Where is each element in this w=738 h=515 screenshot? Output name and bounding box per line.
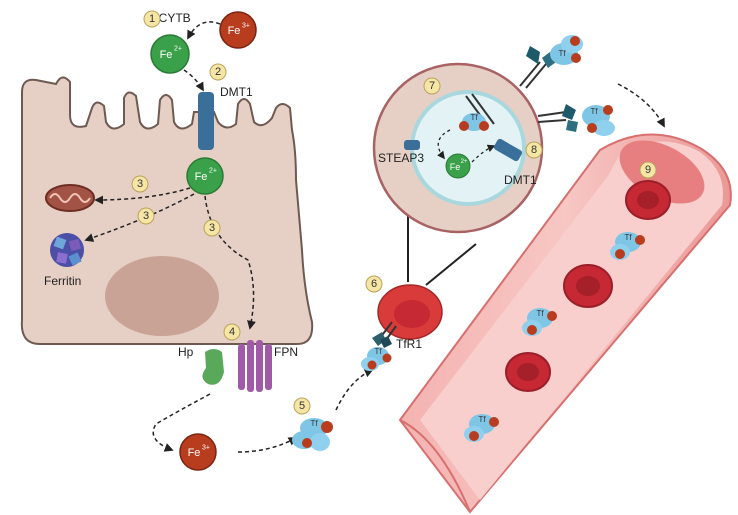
step-badge-6: 6 (365, 275, 383, 293)
rbc-vessel-2 (563, 264, 613, 308)
membrane-tfr1-top (519, 46, 556, 89)
steap3-label: STEAP3 (378, 151, 424, 165)
step-badge-5: 5 (293, 397, 311, 415)
rbc-vessel-1 (625, 180, 671, 220)
svg-text:2+: 2+ (174, 46, 182, 53)
tfr1-icon (372, 332, 392, 348)
transferrin-vessel-1: Tf (610, 232, 645, 260)
enterocyte-cell (20, 76, 314, 346)
ferritin-label: Ferritin (44, 274, 81, 288)
svg-text:6: 6 (371, 278, 377, 290)
dmt1-top-label: DMT1 (220, 85, 253, 99)
svg-text:Fe: Fe (195, 171, 208, 183)
dmt1-channel (198, 92, 214, 150)
step-badge-9: 9 (639, 161, 657, 179)
transferrin-complex-zoom-right: Tf (582, 105, 615, 136)
steap3-icon (404, 140, 420, 150)
fe2-ion-top: Fe 2+ (150, 34, 190, 74)
step-badge-3a: 3 (131, 175, 149, 193)
hephaestin-icon (202, 349, 224, 385)
svg-text:Tf: Tf (374, 347, 382, 356)
svg-text:2+: 2+ (461, 159, 468, 165)
nucleus (105, 256, 219, 336)
arrow-2 (183, 69, 204, 92)
endosome-transferrin: Tf (459, 113, 489, 131)
tfr1-label: TfR1 (396, 337, 422, 351)
svg-text:Tf: Tf (478, 415, 486, 424)
zoom-line-2 (425, 243, 477, 286)
transferrin-vessel-2: Tf (522, 308, 557, 336)
svg-text:7: 7 (429, 80, 435, 92)
zoom-cell-circle (372, 62, 544, 234)
arrow-8 (471, 144, 496, 163)
arrow-7 (437, 129, 451, 160)
fe2-ion-cell: Fe 2+ (186, 157, 224, 195)
step-badge-7: 7 (423, 77, 441, 95)
svg-text:Tf: Tf (558, 49, 566, 58)
step-badge-3b: 3 (137, 207, 155, 225)
svg-text:5: 5 (299, 400, 305, 412)
svg-text:9: 9 (645, 164, 651, 176)
step-badge-2: 2 (209, 63, 227, 81)
svg-text:2+: 2+ (209, 168, 217, 175)
dcytb-label: DCYTB (150, 11, 191, 25)
svg-text:3+: 3+ (202, 445, 210, 452)
step-badge-3c: 3 (203, 219, 221, 237)
svg-text:3: 3 (137, 178, 143, 190)
svg-text:Tf: Tf (310, 419, 318, 428)
svg-text:Tf: Tf (470, 113, 478, 122)
arrow-1 (187, 21, 221, 40)
arrow-5 (237, 437, 298, 453)
arrow-4 (152, 393, 211, 452)
svg-text:3: 3 (209, 222, 215, 234)
arrow-6 (335, 368, 374, 411)
svg-text:Fe: Fe (450, 162, 461, 172)
membrane-tfr1-right (537, 104, 578, 132)
svg-text:2: 2 (215, 66, 221, 78)
fpn-label: FPN (274, 345, 298, 359)
fe2-ion-endosome: Fe 2+ (445, 153, 471, 179)
fe3-ion-blood: Fe 3+ (179, 433, 217, 471)
svg-text:Tf: Tf (590, 107, 598, 116)
svg-text:Fe: Fe (188, 447, 201, 459)
svg-text:3+: 3+ (242, 23, 250, 30)
step-badge-1: 1 (143, 10, 161, 28)
svg-text:Tf: Tf (624, 233, 632, 242)
transferrin-complex-6: Tf (361, 347, 392, 371)
svg-text:3: 3 (143, 210, 149, 222)
arrow-3c (204, 195, 256, 330)
arrow-3a (94, 187, 191, 205)
dmt1-endosome-icon (493, 138, 523, 162)
step-badge-8: 8 (525, 141, 543, 159)
svg-text:4: 4 (229, 326, 235, 338)
svg-text:1: 1 (149, 13, 155, 25)
ferritin-icon (50, 233, 84, 267)
arrow-9 (617, 83, 665, 128)
rbc-vessel-3 (505, 352, 551, 392)
transferrin-complex-5: Tf (292, 418, 333, 451)
transferrin-complex-zoom-top: Tf (550, 35, 583, 65)
step-badge-4: 4 (223, 323, 241, 341)
svg-text:8: 8 (531, 144, 537, 156)
svg-text:Fe: Fe (228, 25, 241, 37)
svg-text:Fe: Fe (160, 49, 173, 61)
mitochondrion-icon (45, 184, 95, 212)
ferroportin-icon (238, 340, 272, 392)
fe3-ion-top: Fe 3+ (219, 11, 257, 49)
hp-label: Hp (178, 345, 194, 359)
svg-text:Tf: Tf (536, 309, 544, 318)
dmt1-endosome-label: DMT1 (504, 173, 537, 187)
transferrin-vessel-3: Tf (464, 414, 499, 442)
